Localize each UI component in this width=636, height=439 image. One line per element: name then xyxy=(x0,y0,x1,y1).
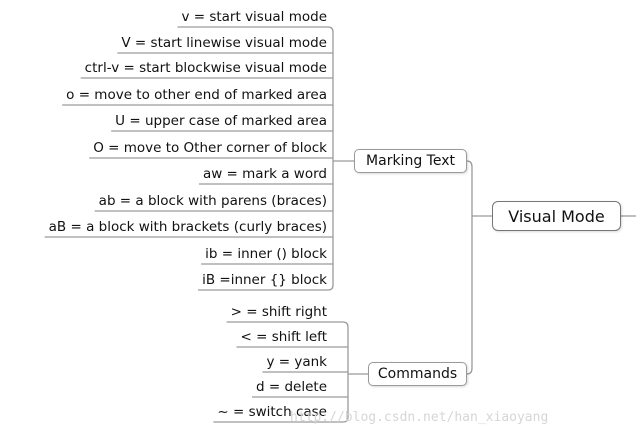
root-node-visual-mode[interactable]: Visual Mode xyxy=(492,201,621,231)
trunk-connector xyxy=(466,160,473,375)
leaf-mark-word: aw = mark a word xyxy=(202,166,327,182)
watermark-url: http://blog.csdn.net/han_xiaoyang xyxy=(290,410,549,425)
leaf-underline-1-4 xyxy=(213,416,349,423)
leaf-underline-0-10 xyxy=(198,284,334,291)
leaf-start-blockwise-visual: ctrl-v = start blockwise visual mode xyxy=(84,60,327,76)
leaf-underline-1-0 xyxy=(226,321,349,328)
leaf-start-visual-mode: v = start visual mode xyxy=(181,9,327,25)
leaf-yank: y = yank xyxy=(266,354,327,370)
leaf-underline-0-0 xyxy=(177,26,334,33)
branch-commands[interactable]: Commands xyxy=(368,362,467,386)
leaf-inner-brace-block: iB =inner {} block xyxy=(202,272,327,288)
leaf-delete: d = delete xyxy=(256,379,327,395)
leaf-block-parens: ab = a block with parens (braces) xyxy=(98,193,327,209)
leaf-switch-case: ~ = switch case xyxy=(217,404,327,420)
leaf-block-brackets: aB = a block with brackets (curly braces… xyxy=(48,219,327,235)
leaf-shift-right: > = shift right xyxy=(230,304,327,320)
branch-marking-text[interactable]: Marking Text xyxy=(354,149,467,173)
leaf-upper-case: U = upper case of marked area xyxy=(115,113,327,129)
leaf-start-linewise-visual: V = start linewise visual mode xyxy=(121,35,327,51)
leaf-move-other-end: o = move to other end of marked area xyxy=(66,87,327,103)
leaf-shift-left: < = shift left xyxy=(240,329,327,345)
leaf-inner-paren-block: ib = inner () block xyxy=(205,246,327,262)
leaf-move-other-corner: O = move to Other corner of block xyxy=(93,140,327,156)
